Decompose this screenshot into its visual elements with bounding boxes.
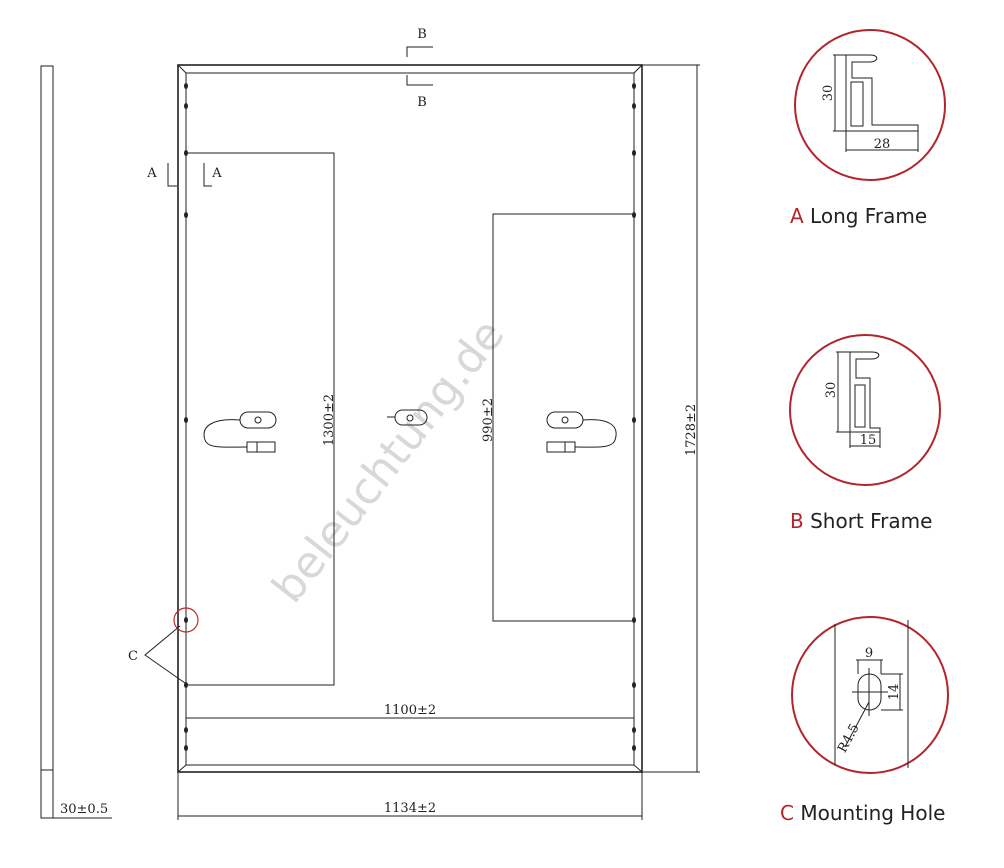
detail-mounting-hole: 9 14 R4.5 C Mounting Hole [780,616,949,825]
side-profile: 30±0.5 [40,65,112,819]
detail-b-caption: B Short Frame [790,509,932,533]
watermark: beleuchtung.de [263,310,515,613]
section-mark-c: C [128,607,199,684]
mounting-holes [184,83,636,751]
mounting-hole [632,727,636,733]
mounting-hole [632,617,636,623]
mounting-hole [632,417,636,423]
detail-a-caption: A Long Frame [790,204,927,228]
section-c-label: C [128,649,138,664]
short-span-outline: 990±2 [481,213,634,622]
junction-box-left [203,411,277,453]
detail-c-width: 9 [865,646,873,661]
mounting-hole [184,727,188,733]
inner-width-dimension: 1100±2 [185,685,635,722]
mounting-hole [184,745,188,751]
mounting-hole [632,83,636,89]
short-span-dimension: 990±2 [481,398,496,442]
detail-b-height: 30 [824,382,839,399]
detail-c-radius: R4.5 [835,721,863,755]
long-span-outline: 1300±2 [186,152,337,686]
mounting-hole [184,617,188,623]
long-span-dimension: 1300±2 [322,394,337,446]
height-label: 1728±2 [684,404,699,456]
detail-a-width: 28 [874,137,891,152]
section-mark-a: A A [146,163,222,187]
section-a-label-left: A [146,166,157,181]
thickness-dimension: 30±0.5 [60,802,108,817]
mounting-hole [184,103,188,109]
detail-b-width: 15 [860,433,877,448]
mounting-hole [632,103,636,109]
outer-width-dimension: 1134±2 [177,772,643,820]
section-mark-b: B B [406,27,433,110]
mounting-hole [184,83,188,89]
panel-frame [177,64,643,773]
detail-c-height: 14 [887,684,902,701]
detail-long-frame: 30 28 A Long Frame [790,29,946,228]
detail-a-height: 30 [821,85,836,102]
detail-c-caption: C Mounting Hole [780,801,945,825]
section-a-label-right: A [211,166,222,181]
inner-width-label: 1100±2 [384,703,436,718]
mounting-hole [184,417,188,423]
mounting-hole [632,150,636,156]
height-dimension: 1728±2 [642,64,700,773]
outer-width-label: 1134±2 [384,801,436,816]
mounting-hole [632,745,636,751]
detail-short-frame: 30 15 B Short Frame [789,334,941,533]
section-b-label-top: B [417,27,427,42]
section-b-label-bottom: B [417,95,427,110]
mounting-hole [184,212,188,218]
mounting-hole [632,212,636,218]
junction-box-center [387,409,428,426]
junction-box-right [546,411,617,453]
